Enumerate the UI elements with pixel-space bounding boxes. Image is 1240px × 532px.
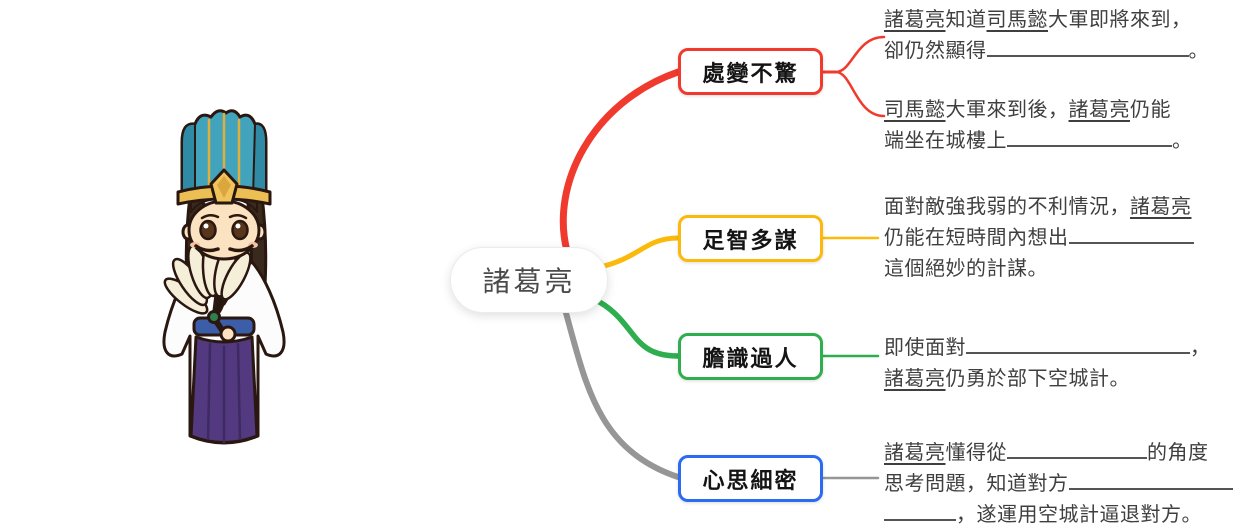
note-text: 。 <box>1188 40 1209 62</box>
note-text: 卻仍然顯得 <box>884 40 987 62</box>
eye-highlight <box>235 223 241 229</box>
note-block[interactable]: 諸葛亮知道司馬懿大軍即將來到， 卻仍然顯得 。 <box>884 5 1240 67</box>
note-line: 即使面對 ， <box>884 333 1240 364</box>
eyebrow <box>200 214 220 220</box>
eye <box>231 219 249 241</box>
note-line: 司馬懿大軍來到後，諸葛亮仍能 <box>884 95 1240 126</box>
note-text: 的角度 <box>1147 442 1209 464</box>
underlined-name: 諸葛亮 <box>884 9 946 31</box>
branch-1-fork-down <box>834 70 886 118</box>
answer-blank <box>1007 130 1172 147</box>
answer-blank <box>986 40 1189 57</box>
note-text: 面對敵強我弱的不利情況， <box>884 196 1130 218</box>
note-text: 思考問題，知道對方 <box>884 473 1069 495</box>
branch-4-connector <box>563 310 681 480</box>
eye <box>199 219 217 241</box>
branch-1-fork-up <box>834 35 886 74</box>
answer-blank <box>1007 442 1147 459</box>
note-text: 這個絕妙的計謀。 <box>884 258 1048 280</box>
note-text: ， <box>1190 337 1211 359</box>
note-text: 懂得從 <box>945 442 1007 464</box>
branch-2-connector <box>597 235 681 270</box>
branch-3-connector <box>589 295 681 359</box>
note-block[interactable]: 面對敵強我弱的不利情況，諸葛亮仍能在短時間內想出這個絕妙的計謀。 <box>884 192 1240 285</box>
underlined-name: 諸葛亮 <box>884 442 946 464</box>
note-line: 諸葛亮知道司馬懿大軍即將來到， <box>884 5 1240 36</box>
note-line: 諸葛亮仍勇於部下空城計。 <box>884 364 1240 395</box>
hat-ornament-inner <box>217 176 231 198</box>
branch-box-3[interactable]: 膽識過人 <box>678 333 823 380</box>
note-line: 諸葛亮懂得從 的角度 <box>884 438 1240 469</box>
underlined-name: 諸葛亮 <box>1068 99 1130 121</box>
hat-side <box>252 122 267 199</box>
skirt-folds <box>206 342 242 444</box>
note-line: 這個絕妙的計謀。 <box>884 254 1240 285</box>
underlined-name: 司馬懿 <box>986 9 1048 31</box>
note-text: 大軍即將來到， <box>1048 9 1192 31</box>
underlined-name: 司馬懿 <box>884 99 946 121</box>
eyebrow <box>228 214 248 220</box>
note-text: ，遂運用空城計逼退對方。 <box>956 504 1202 526</box>
branch-box-1[interactable]: 處變不驚 <box>678 48 823 95</box>
hat-side <box>181 122 196 199</box>
underlined-name: 諸葛亮 <box>884 368 946 390</box>
zhuge-liang-illustration[interactable] <box>150 106 302 458</box>
note-text: 大軍來到後， <box>945 99 1069 121</box>
answer-blank <box>1068 473 1233 490</box>
underlined-name: 諸葛亮 <box>1130 196 1192 218</box>
fan-gem <box>207 310 221 324</box>
branch-box-2[interactable]: 足智多謀 <box>678 215 823 262</box>
note-line: 思考問題，知道對方 <box>884 469 1240 500</box>
note-line: ，遂運用空城計逼退對方。 <box>884 500 1240 531</box>
note-block[interactable]: 諸葛亮懂得從 的角度思考問題，知道對方 ，遂運用空城計逼退對方。 <box>884 438 1240 531</box>
note-text: 。 <box>1172 130 1193 152</box>
note-text: 仍能在短時間內想出 <box>884 227 1069 249</box>
central-topic[interactable]: 諸葛亮 <box>450 247 608 313</box>
note-block[interactable]: 司馬懿大軍來到後，諸葛亮仍能端坐在城樓上 。 <box>884 95 1240 157</box>
answer-blank <box>1068 227 1194 244</box>
answer-blank <box>966 337 1190 354</box>
note-line: 仍能在短時間內想出 <box>884 223 1240 254</box>
mustache <box>228 244 254 253</box>
mustache <box>194 244 220 253</box>
hand <box>219 325 237 343</box>
branch-1-connector <box>559 68 682 255</box>
note-text: 端坐在城樓上 <box>884 130 1007 152</box>
note-line: 卻仍然顯得 。 <box>884 36 1240 67</box>
note-text: 即使面對 <box>884 337 966 359</box>
answer-blank <box>884 504 956 521</box>
note-text: 仍能 <box>1130 99 1171 121</box>
note-line: 端坐在城樓上 。 <box>884 126 1240 157</box>
note-text: 知道 <box>945 9 987 31</box>
note-line: 面對敵強我弱的不利情況，諸葛亮 <box>884 192 1240 223</box>
note-text: 仍勇於部下空城計。 <box>945 368 1130 390</box>
branch-box-4[interactable]: 心思細密 <box>678 455 823 502</box>
note-block[interactable]: 即使面對 ， 諸葛亮仍勇於部下空城計。 <box>884 333 1240 395</box>
eye-highlight <box>203 223 209 229</box>
